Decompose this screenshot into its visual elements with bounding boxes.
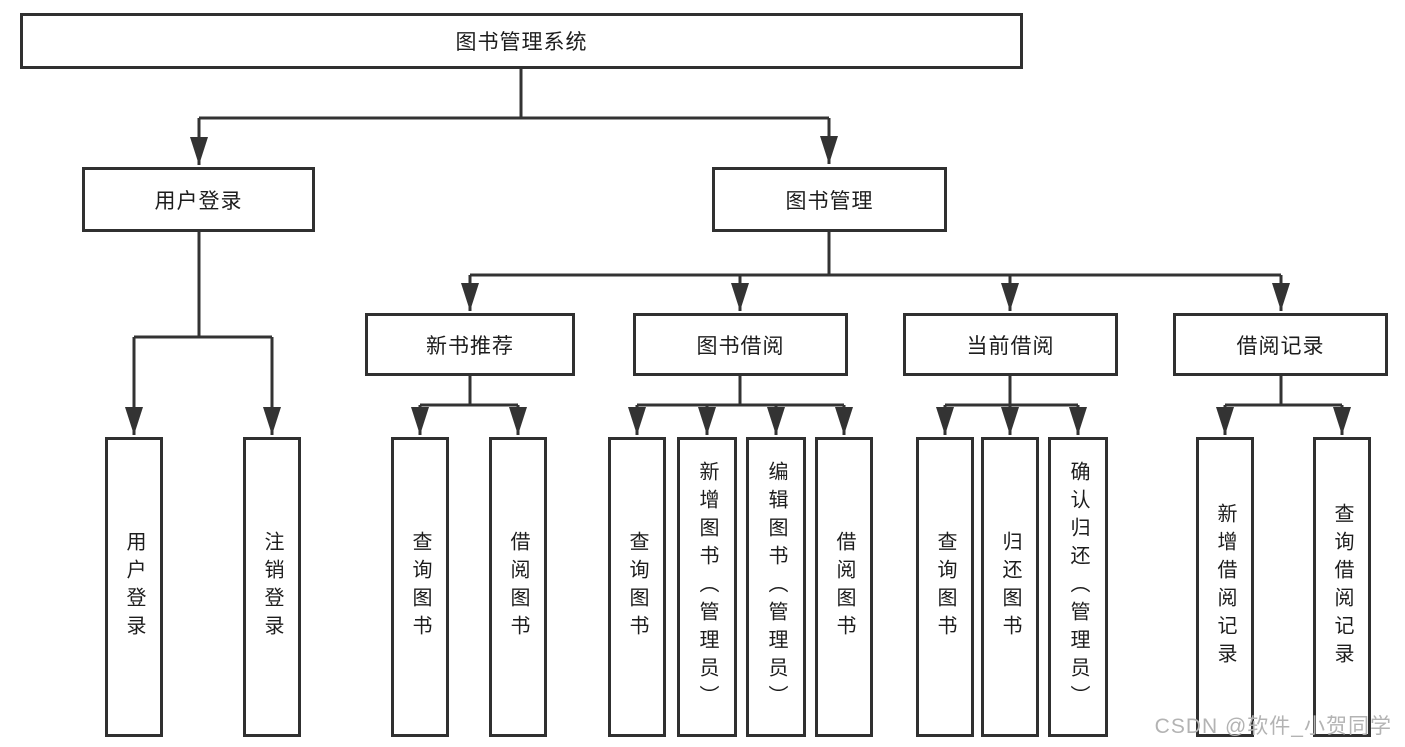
node-book-management-label: 图书管理 [785,189,874,213]
leaf-nbr-borrow-books-label: 借阅图书 [507,531,529,643]
leaf-logout-label: 注销登录 [261,531,283,643]
node-borrowing-records-label: 借阅记录 [1236,334,1325,358]
node-current-borrowing-label: 当前借阅 [966,334,1055,358]
leaf-cb-query-books-label: 查询图书 [934,531,956,643]
leaf-bb-edit-book-admin-label: 编辑图书（管理员） [765,461,787,713]
node-current-borrowing: 当前借阅 [903,313,1118,376]
leaf-nbr-query-books-label: 查询图书 [409,531,431,643]
leaf-cb-return-books: 归还图书 [981,437,1039,737]
node-book-borrowing: 图书借阅 [633,313,848,376]
leaf-bb-add-book-admin-label: 新增图书（管理员） [696,461,718,713]
leaf-bb-borrow-books-label: 借阅图书 [833,531,855,643]
node-new-book-recommendation-label: 新书推荐 [426,334,514,358]
node-book-borrowing-label: 图书借阅 [696,334,785,358]
leaf-bb-query-books-label: 查询图书 [626,531,648,643]
leaf-br-add-record: 新增借阅记录 [1196,437,1254,737]
leaf-bb-query-books: 查询图书 [608,437,666,737]
leaf-bb-edit-book-admin: 编辑图书（管理员） [746,437,806,737]
node-new-book-recommendation: 新书推荐 [365,313,575,376]
leaf-user-login-label: 用户登录 [123,531,145,643]
node-borrowing-records: 借阅记录 [1173,313,1388,376]
leaf-logout: 注销登录 [243,437,301,737]
leaf-br-query-record: 查询借阅记录 [1313,437,1371,737]
leaf-bb-add-book-admin: 新增图书（管理员） [677,437,737,737]
leaf-bb-borrow-books: 借阅图书 [815,437,873,737]
leaf-nbr-borrow-books: 借阅图书 [489,437,547,737]
node-root-label: 图书管理系统 [455,31,588,54]
leaf-cb-query-books: 查询图书 [916,437,974,737]
leaf-cb-confirm-return-admin: 确认归还（管理员） [1048,437,1108,737]
leaf-br-add-record-label: 新增借阅记录 [1214,503,1236,671]
node-user-login: 用户登录 [82,167,315,232]
leaf-nbr-query-books: 查询图书 [391,437,449,737]
leaf-cb-return-books-label: 归还图书 [999,531,1021,643]
leaf-cb-confirm-return-admin-label: 确认归还（管理员） [1067,461,1089,713]
leaf-br-query-record-label: 查询借阅记录 [1331,503,1353,671]
node-root: 图书管理系统 [20,13,1023,69]
node-book-management: 图书管理 [712,167,947,232]
node-user-login-label: 用户登录 [154,189,243,213]
leaf-user-login: 用户登录 [105,437,163,737]
watermark: CSDN @软件_小贺同学 [1154,715,1392,738]
